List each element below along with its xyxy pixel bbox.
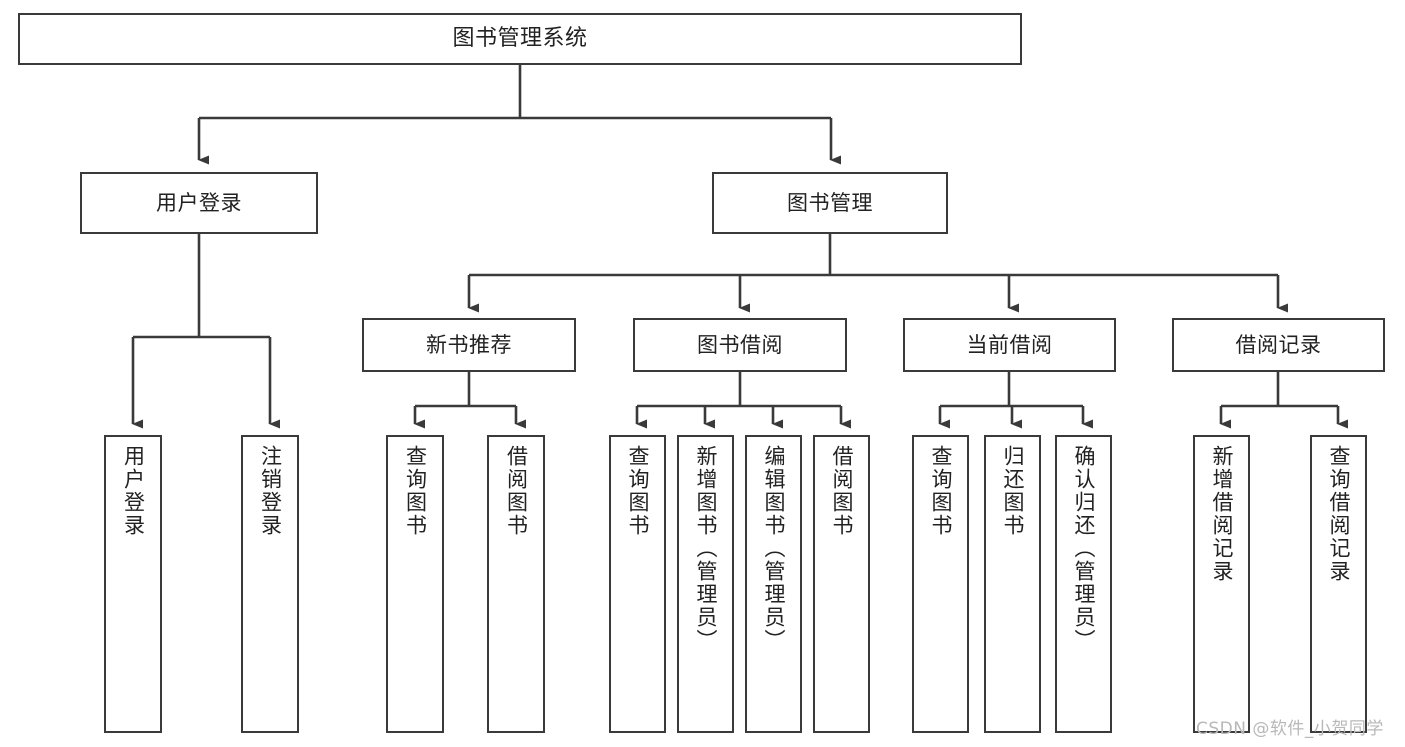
- leaf-label: 编辑图书（管理员）: [762, 445, 786, 652]
- level1-node-user-login[interactable]: 用户登录: [80, 172, 318, 234]
- level2-node-current-borrowing[interactable]: 当前借阅: [903, 318, 1116, 372]
- root-node-book-management-system[interactable]: 图书管理系统: [18, 13, 1022, 65]
- leaf-label: 查询图书: [403, 445, 428, 537]
- leaf-node[interactable]: 注销登录: [241, 435, 299, 733]
- leaf-node[interactable]: 查询图书: [609, 435, 666, 733]
- leaf-node[interactable]: 查询图书: [912, 435, 969, 733]
- leaf-node[interactable]: 借阅图书: [487, 435, 545, 733]
- level2-node-new-book-recommendation[interactable]: 新书推荐: [362, 318, 576, 372]
- level2-node-borrowing-records[interactable]: 借阅记录: [1172, 318, 1385, 372]
- leaf-label: 用户登录: [121, 445, 146, 537]
- leaf-node[interactable]: 确认归还（管理员）: [1055, 435, 1112, 733]
- leaf-label: 新增图书（管理员）: [694, 445, 718, 652]
- leaf-node[interactable]: 新增图书（管理员）: [677, 435, 734, 733]
- leaf-node[interactable]: 借阅图书: [813, 435, 870, 733]
- leaf-label: 归还图书: [1001, 445, 1025, 537]
- watermark-text: CSDN @软件_小贺同学: [1196, 719, 1384, 739]
- level1-node-book-management[interactable]: 图书管理: [712, 172, 948, 234]
- leaf-node[interactable]: 查询图书: [386, 435, 444, 733]
- leaf-label: 查询借阅记录: [1327, 445, 1351, 583]
- leaf-label: 新增借阅记录: [1210, 445, 1234, 583]
- leaf-node[interactable]: 新增借阅记录: [1193, 435, 1250, 733]
- leaf-node[interactable]: 编辑图书（管理员）: [745, 435, 802, 733]
- level2-node-book-borrowing[interactable]: 图书借阅: [633, 318, 847, 372]
- leaf-label: 借阅图书: [830, 445, 854, 537]
- leaf-node[interactable]: 查询借阅记录: [1310, 435, 1367, 733]
- leaf-label: 确认归还（管理员）: [1072, 445, 1096, 652]
- leaf-label: 查询图书: [626, 445, 650, 537]
- leaf-node[interactable]: 归还图书: [984, 435, 1041, 733]
- leaf-label: 查询图书: [929, 445, 953, 537]
- leaf-label: 借阅图书: [504, 445, 529, 537]
- leaf-node[interactable]: 用户登录: [104, 435, 162, 733]
- leaf-label: 注销登录: [258, 445, 283, 537]
